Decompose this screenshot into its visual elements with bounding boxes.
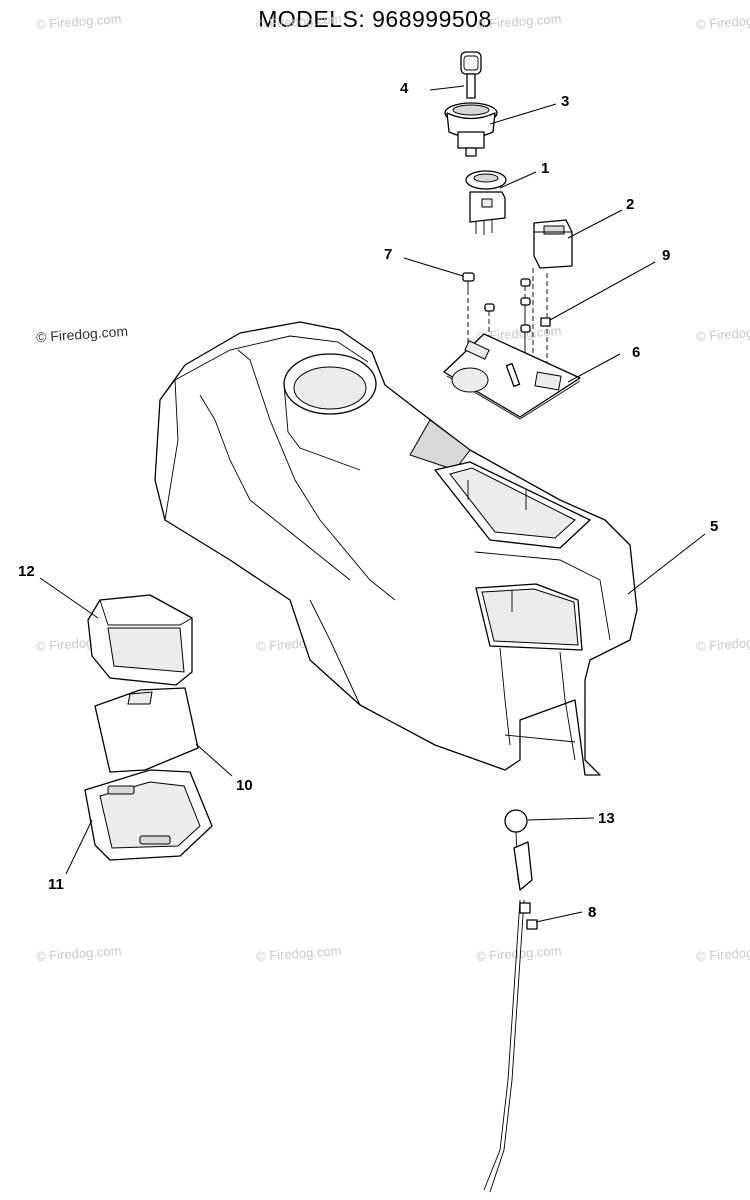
callout-5: 5 (710, 518, 719, 535)
part-7-screw (403, 257, 475, 350)
part-3-ignition-switch (444, 102, 557, 157)
part-8-nut (519, 902, 583, 930)
part-4-ignition-key (429, 51, 482, 99)
callout-3: 3 (561, 93, 570, 110)
callout-7: 7 (384, 246, 393, 263)
callout-9: 9 (662, 247, 671, 264)
part-9-nut (540, 261, 656, 327)
part-12-vent-duct (39, 577, 193, 686)
callout-12: 12 (18, 563, 35, 580)
part-10-lens-cover (94, 687, 233, 777)
callout-11: 11 (48, 876, 64, 893)
part-5-main-console (154, 321, 706, 776)
part-13-shift-lever (483, 809, 595, 1193)
callout-10: 10 (236, 777, 253, 794)
part-2-cover-plug (533, 209, 623, 269)
callout-8: 8 (588, 904, 597, 921)
callout-13: 13 (598, 810, 615, 827)
part-11-bezel-frame (65, 769, 213, 875)
callout-6: 6 (632, 344, 641, 361)
part-6-mounting-plate (443, 333, 621, 420)
models-title: MODELS: 968999508 (258, 6, 492, 32)
callout-1: 1 (541, 160, 550, 177)
callout-2: 2 (626, 196, 635, 213)
callout-4: 4 (400, 80, 409, 97)
part-1-pto-switch (465, 170, 537, 235)
